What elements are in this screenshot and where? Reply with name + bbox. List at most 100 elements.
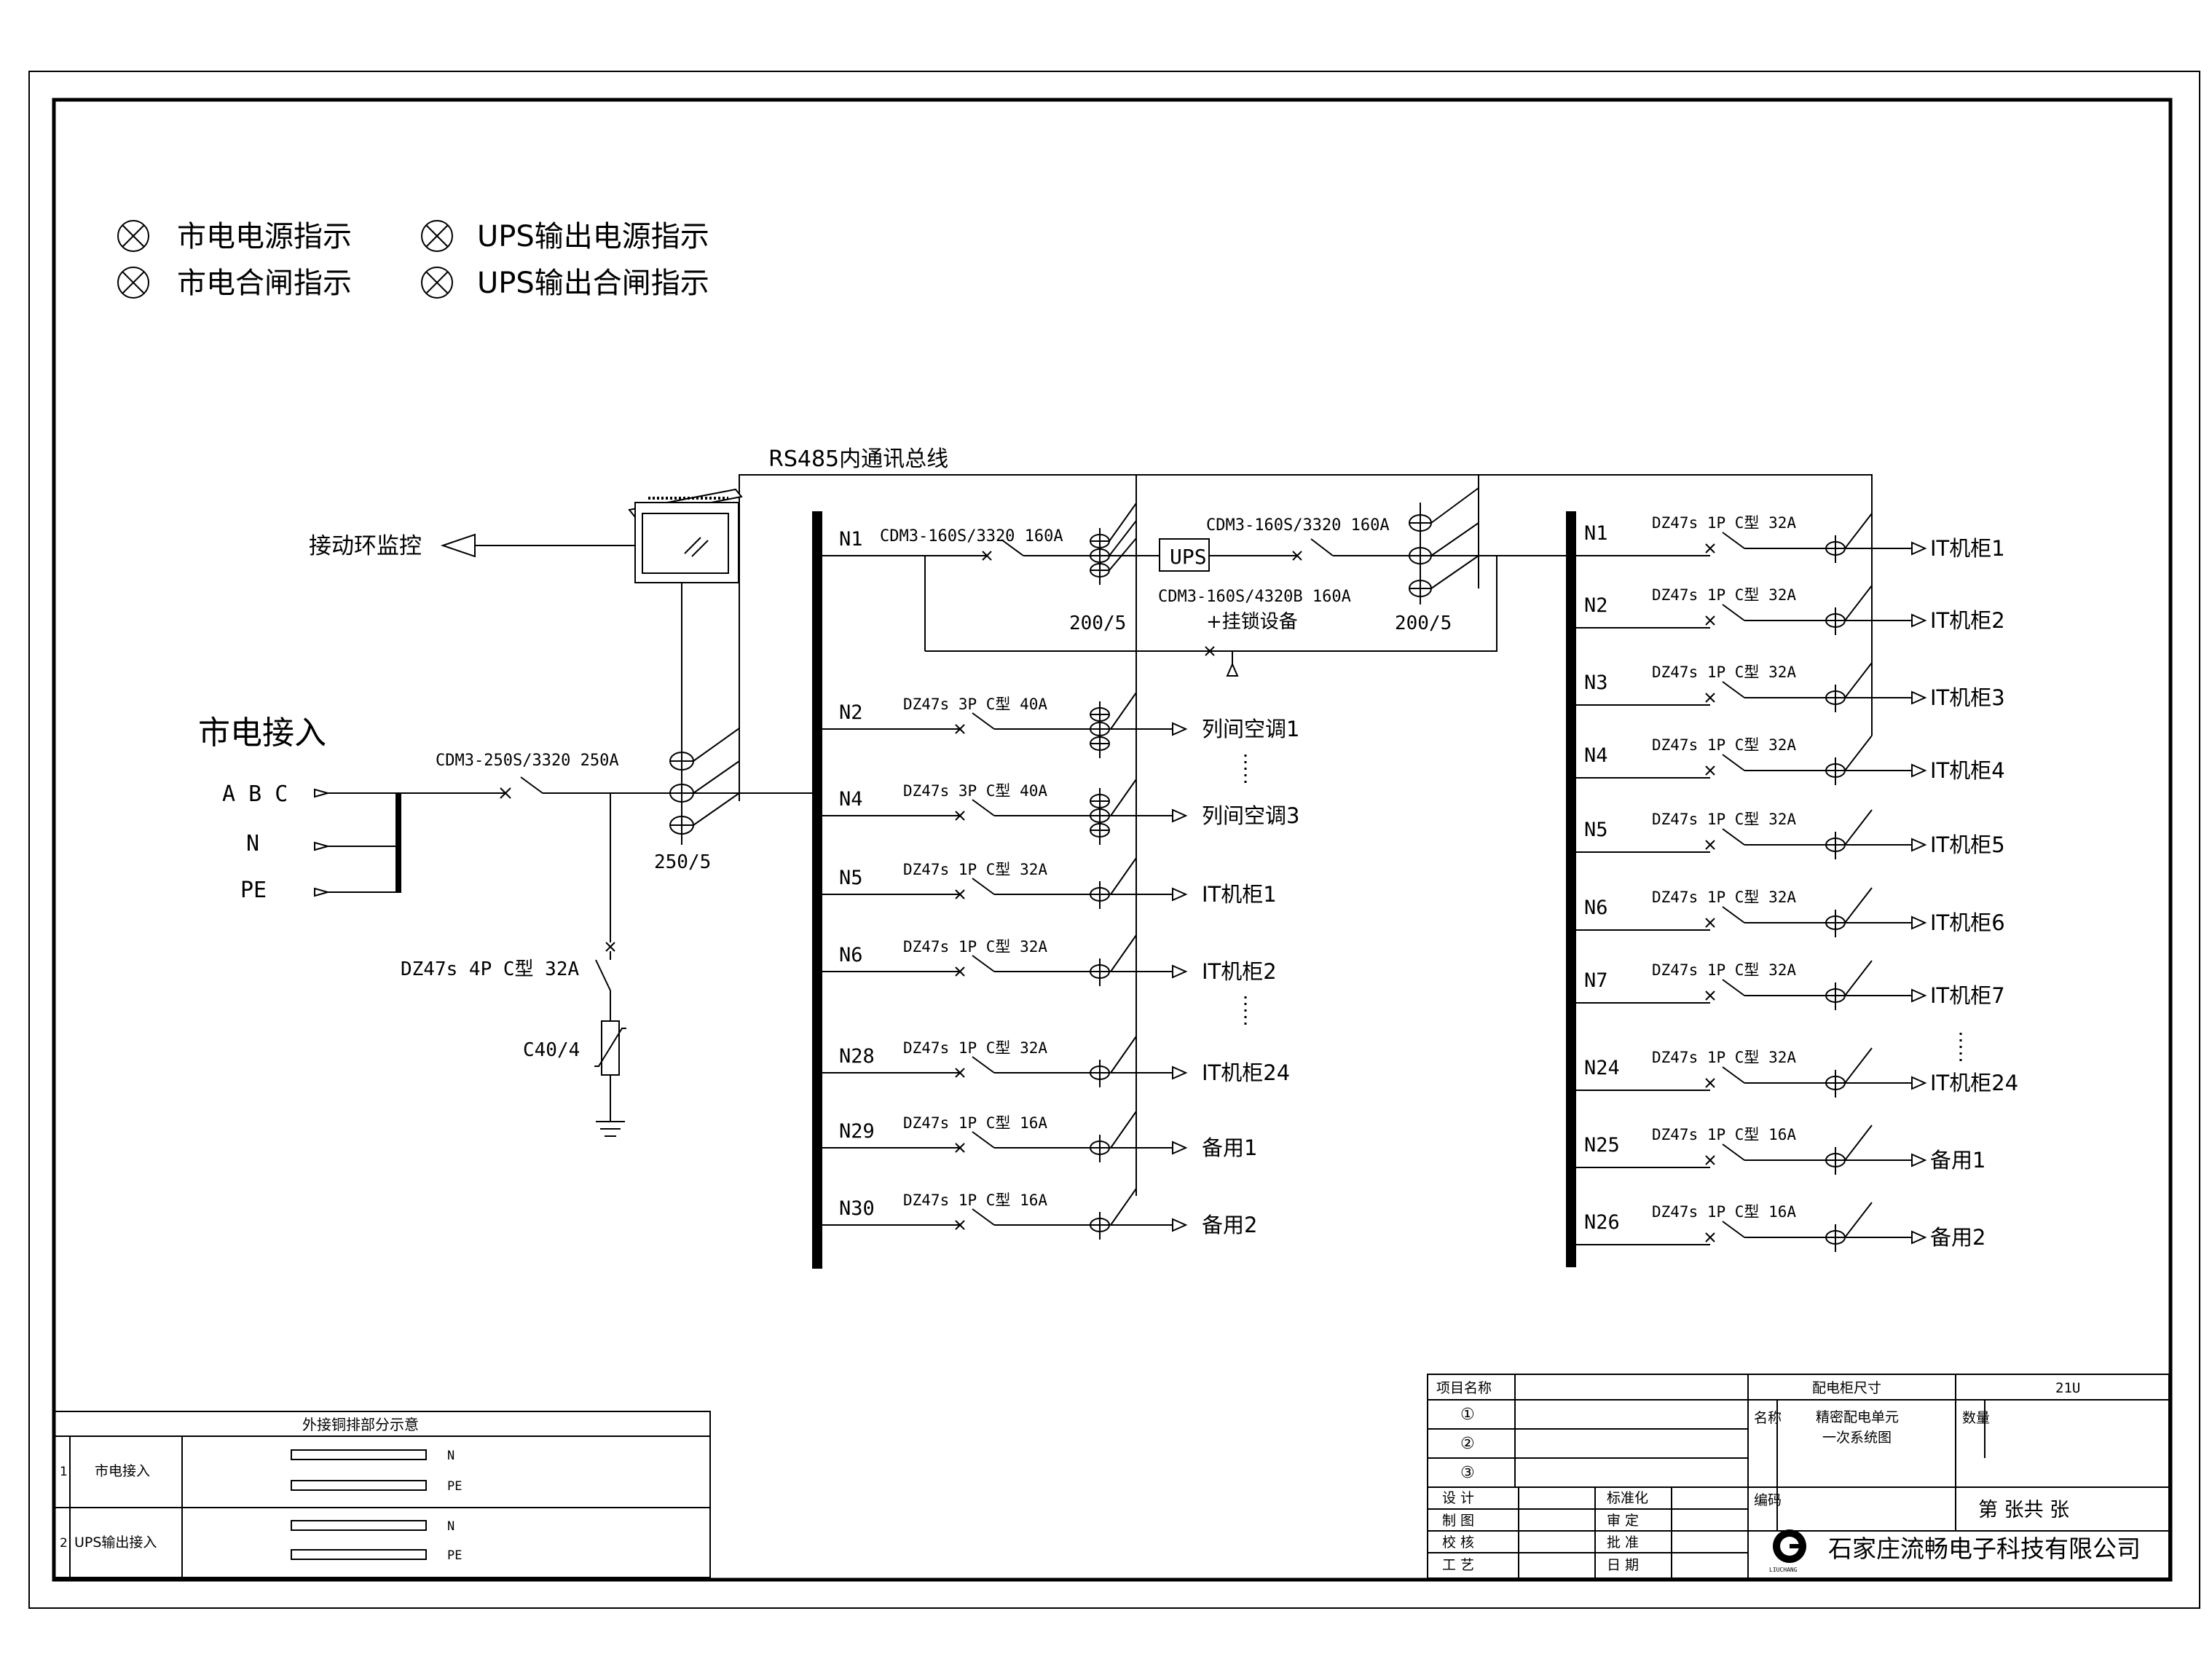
feeder-breaker-label: DZ47s 1P C型 16A xyxy=(1652,1126,1796,1143)
feeder-id: N28 xyxy=(839,1045,875,1068)
legend-label: UPS输出电源指示 xyxy=(477,220,709,253)
feeder-load-label: IT机柜1 xyxy=(1202,882,1277,907)
legend: 市电电源指示 市电合闸指示 UPS输出电源指示 UPS输出合闸指示 xyxy=(117,220,709,300)
feeder-load-label: IT机柜24 xyxy=(1202,1060,1290,1085)
spd-breaker-icon xyxy=(595,942,615,1021)
role-label: 日 期 xyxy=(1607,1557,1639,1573)
breaker-icon xyxy=(1705,1221,1745,1242)
feeder-breaker-label: DZ47s 1P C型 32A xyxy=(1652,1049,1796,1066)
role-label: 工 艺 xyxy=(1442,1557,1474,1573)
output-arrow-icon xyxy=(1911,988,1927,1003)
ups-out-breaker-label: CDM3-160S/3320 160A xyxy=(1206,516,1390,535)
feeder-load-label: IT机柜6 xyxy=(1930,910,2005,935)
spd-breaker-label: DZ47s 4P C型 32A xyxy=(401,958,579,980)
feeder-breaker-label: DZ47s 1P C型 32A xyxy=(903,861,1047,878)
output-arrow-icon xyxy=(1172,722,1188,736)
feeder-id: N5 xyxy=(839,867,863,889)
feeder-id: N29 xyxy=(839,1120,875,1143)
feeder-breaker-label: DZ47s 1P C型 32A xyxy=(1652,514,1796,532)
output-arrow-icon xyxy=(1911,690,1927,705)
surge-protector-icon xyxy=(594,1020,626,1137)
phase-label: PE xyxy=(240,878,267,903)
feeder-id: N26 xyxy=(1584,1211,1620,1234)
breaker-icon xyxy=(1705,1143,1745,1165)
output-arrow-icon xyxy=(1172,1141,1188,1155)
cabinet-size-value: 21U xyxy=(2055,1380,2080,1396)
current-transformer-icon xyxy=(1090,934,1137,986)
current-transformer-icon xyxy=(1825,887,1873,937)
feeder-breaker-label: DZ47s 1P C型 16A xyxy=(1652,1203,1796,1221)
breaker-icon xyxy=(1705,532,1745,554)
copper-row-name: UPS输出接入 xyxy=(74,1535,157,1551)
copper-row-no: 1 xyxy=(60,1465,68,1479)
main-breaker-icon xyxy=(500,776,543,799)
output-arrow-icon xyxy=(1172,964,1188,979)
feeder-id: N2 xyxy=(839,701,863,724)
feeder-id: N30 xyxy=(839,1197,875,1220)
right-bus-bar xyxy=(1566,511,1576,1267)
project-name-label: 项目名称 xyxy=(1436,1380,1492,1396)
qty-label: 数量 xyxy=(1962,1410,1990,1426)
rs485-bus-line xyxy=(739,474,1873,801)
current-transformer-icon xyxy=(1825,809,1873,859)
output-arrow-icon xyxy=(1911,763,1927,778)
feeder-id: N1 xyxy=(839,528,863,551)
legend-label: 市电合闸指示 xyxy=(177,267,352,300)
feeder-load-label: 列间空调3 xyxy=(1202,803,1299,828)
copper-row-name: 市电接入 xyxy=(95,1463,150,1479)
title-block: 项目名称 配电柜尺寸 21U ① ② ③ 名称 精密配电单元 一次系统图 数量 … xyxy=(1427,1374,2170,1579)
breaker-icon xyxy=(955,955,995,977)
current-transformer-icon xyxy=(1090,779,1137,845)
feeder-id: N6 xyxy=(1584,897,1608,919)
feeder-id: N25 xyxy=(1584,1134,1620,1157)
current-transformer-icon xyxy=(1825,960,1873,1010)
output-arrow-icon xyxy=(1172,1066,1188,1080)
legend-label: UPS输出合闸指示 xyxy=(477,267,709,300)
feeder-load-label: IT机柜7 xyxy=(1930,983,2005,1008)
left-feeder: N5 DZ47s 1P C型 32A IT机柜1 xyxy=(822,857,1277,909)
phase-label: A B C xyxy=(222,781,288,807)
feeder-id: N3 xyxy=(1584,671,1608,694)
feeder-load-label: IT机柜24 xyxy=(1930,1071,2018,1095)
breaker-icon xyxy=(955,1208,995,1230)
feeder-breaker-label: DZ47s 3P C型 40A xyxy=(903,782,1047,800)
bypass-breaker-label: CDM3-160S/4320B 160A xyxy=(1158,588,1351,606)
copper-table-title: 外接铜排部分示意 xyxy=(302,1416,419,1433)
feeder-breaker-label: DZ47s 1P C型 16A xyxy=(903,1114,1047,1132)
outer-frame xyxy=(28,71,2200,1609)
legend-item: UPS输出电源指示 xyxy=(421,220,709,253)
continuation-dots xyxy=(1244,755,1962,1065)
output-arrow-icon xyxy=(1172,887,1188,902)
bypass-note: +挂锁设备 xyxy=(1206,611,1298,633)
feeder-breaker-label: DZ47s 1P C型 16A xyxy=(903,1191,1047,1209)
monitor-arrow-icon xyxy=(440,533,476,558)
legend-label: 市电电源指示 xyxy=(177,220,352,253)
feeder-breaker-label: DZ47s 1P C型 32A xyxy=(903,938,1047,956)
phase-label: N xyxy=(246,831,259,856)
feeder-load-label: IT机柜2 xyxy=(1202,959,1277,984)
breaker-icon xyxy=(955,1131,995,1153)
feeder-load-label: IT机柜4 xyxy=(1930,758,2005,783)
feeder-id: N6 xyxy=(839,944,863,966)
feeder-id: N5 xyxy=(1584,819,1608,841)
bypass-line xyxy=(925,556,1497,652)
output-arrow-icon xyxy=(1911,1230,1927,1245)
role-label: 设 计 xyxy=(1442,1490,1474,1506)
breaker-icon xyxy=(955,799,995,821)
copper-bar-table: 外接铜排部分示意 1 市电接入 N PE 2 UPS输出接入 N PE xyxy=(54,1411,711,1578)
breaker-icon xyxy=(955,1056,995,1078)
left-feeder: N6 DZ47s 1P C型 32A IT机柜2 xyxy=(822,934,1277,986)
main-breaker-label: CDM3-250S/3320 250A xyxy=(436,752,619,770)
rev-mark: ③ xyxy=(1460,1464,1475,1482)
output-arrow-icon xyxy=(1911,915,1927,930)
company-name: 石家庄流畅电子科技有限公司 xyxy=(1828,1535,2141,1563)
monitor-label: 接动环监控 xyxy=(309,533,422,559)
